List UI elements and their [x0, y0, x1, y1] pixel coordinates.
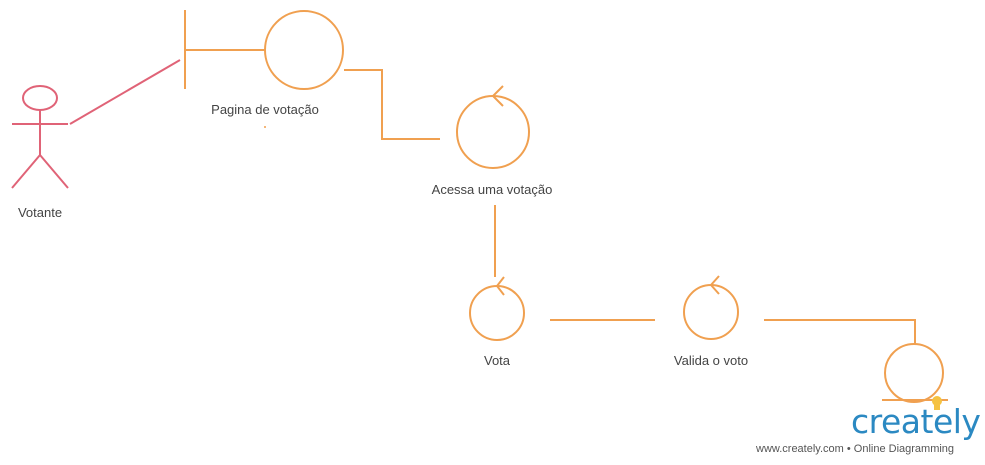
label-votante: Votante: [17, 205, 63, 220]
label-pagina-de-votacao: Pagina de votação: [211, 102, 319, 117]
entity-shape[interactable]: [882, 343, 948, 403]
boundary-dot: [264, 126, 266, 128]
control-acessa-uma-votacao[interactable]: [456, 85, 530, 169]
lightbulb-icon: [932, 396, 942, 410]
label-valida-o-voto: Valida o voto: [673, 353, 749, 368]
connector-valida-entity: [764, 319, 916, 345]
boundary-pagina-de-votacao[interactable]: [184, 10, 344, 90]
control-valida-o-voto[interactable]: [683, 275, 739, 340]
connector-boundary-acessa: [344, 69, 440, 140]
label-acessa-uma-votacao: Acessa uma votação: [431, 182, 553, 197]
connector-actor-boundary: [69, 59, 181, 125]
control-vota[interactable]: [469, 276, 525, 341]
actor-votante[interactable]: [11, 85, 69, 189]
creately-logo: creately: [851, 402, 981, 441]
label-vota: Vota: [483, 353, 511, 368]
footer-text: www.creately.com • Online Diagramming: [756, 443, 955, 455]
